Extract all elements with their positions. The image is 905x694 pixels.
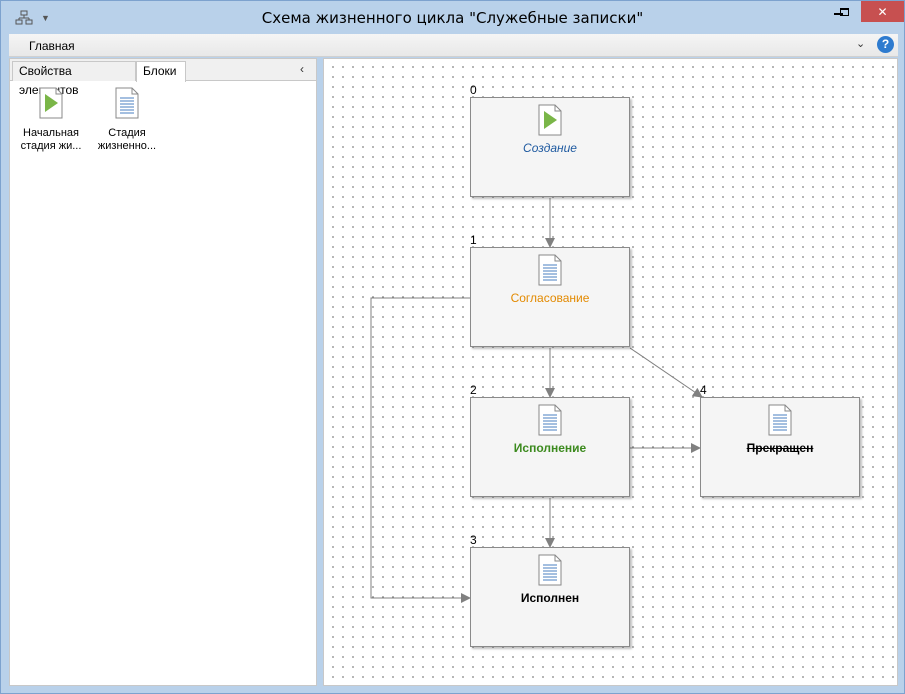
window-title: Схема жизненного цикла "Служебные записк… [261,9,644,27]
stage-label: Согласование [510,291,590,305]
stage-node-approval[interactable]: Согласование [470,247,630,347]
block-label: Начальная стадия жи... [20,127,82,152]
play-document-icon [39,87,63,119]
block-label: Стадия жизненно... [97,127,157,152]
block-start-stage[interactable]: Начальная стадия жи... [10,85,92,153]
stage-node-terminated[interactable]: Прекращен [700,397,860,497]
quick-access-dropdown-icon[interactable]: ▼ [41,13,50,23]
stage-node-execution[interactable]: Исполнение [470,397,630,497]
document-icon [538,254,562,286]
stage-label: Прекращен [746,441,814,455]
minimize-icon [833,13,843,15]
tab-blocks[interactable]: Блоки [136,61,186,82]
stage-node-create[interactable]: Создание [470,97,630,197]
stage-label: Исполнен [520,591,580,605]
document-icon [115,87,139,119]
left-panel: Свойства элементов Блоки ‹ Начальная ста… [9,58,317,686]
hierarchy-icon[interactable] [15,10,33,26]
stage-label: Исполнение [513,441,587,455]
node-number: 1 [470,233,477,247]
chevron-down-icon[interactable]: ⌄ [856,38,866,50]
maximize-button[interactable] [830,1,858,22]
stage-node-done[interactable]: Исполнен [470,547,630,647]
node-number: 2 [470,383,477,397]
document-icon [768,404,792,436]
close-button[interactable]: ✕ [861,1,904,22]
node-number: 0 [470,83,477,97]
tab-element-properties[interactable]: Свойства элементов [12,61,136,97]
minimize-button[interactable] [824,1,852,22]
collapse-panel-icon[interactable]: ‹ [300,62,304,76]
block-lifecycle-stage[interactable]: Стадия жизненно... [86,85,168,153]
ribbon-menubar: Главная ⌄ ? [9,34,898,57]
node-number: 3 [470,533,477,547]
maximize-icon [839,7,849,16]
close-icon: ✕ [877,4,888,19]
stage-label: Создание [523,141,577,155]
help-icon[interactable]: ? [877,36,894,53]
title-bar: ▼ Схема жизненного цикла "Служебные запи… [1,1,904,34]
panel-tabstrip: Свойства элементов Блоки ‹ [10,59,316,97]
menu-home[interactable]: Главная [29,39,75,53]
play-document-icon [538,104,562,136]
node-number: 4 [700,383,707,397]
document-icon [538,554,562,586]
document-icon [538,404,562,436]
